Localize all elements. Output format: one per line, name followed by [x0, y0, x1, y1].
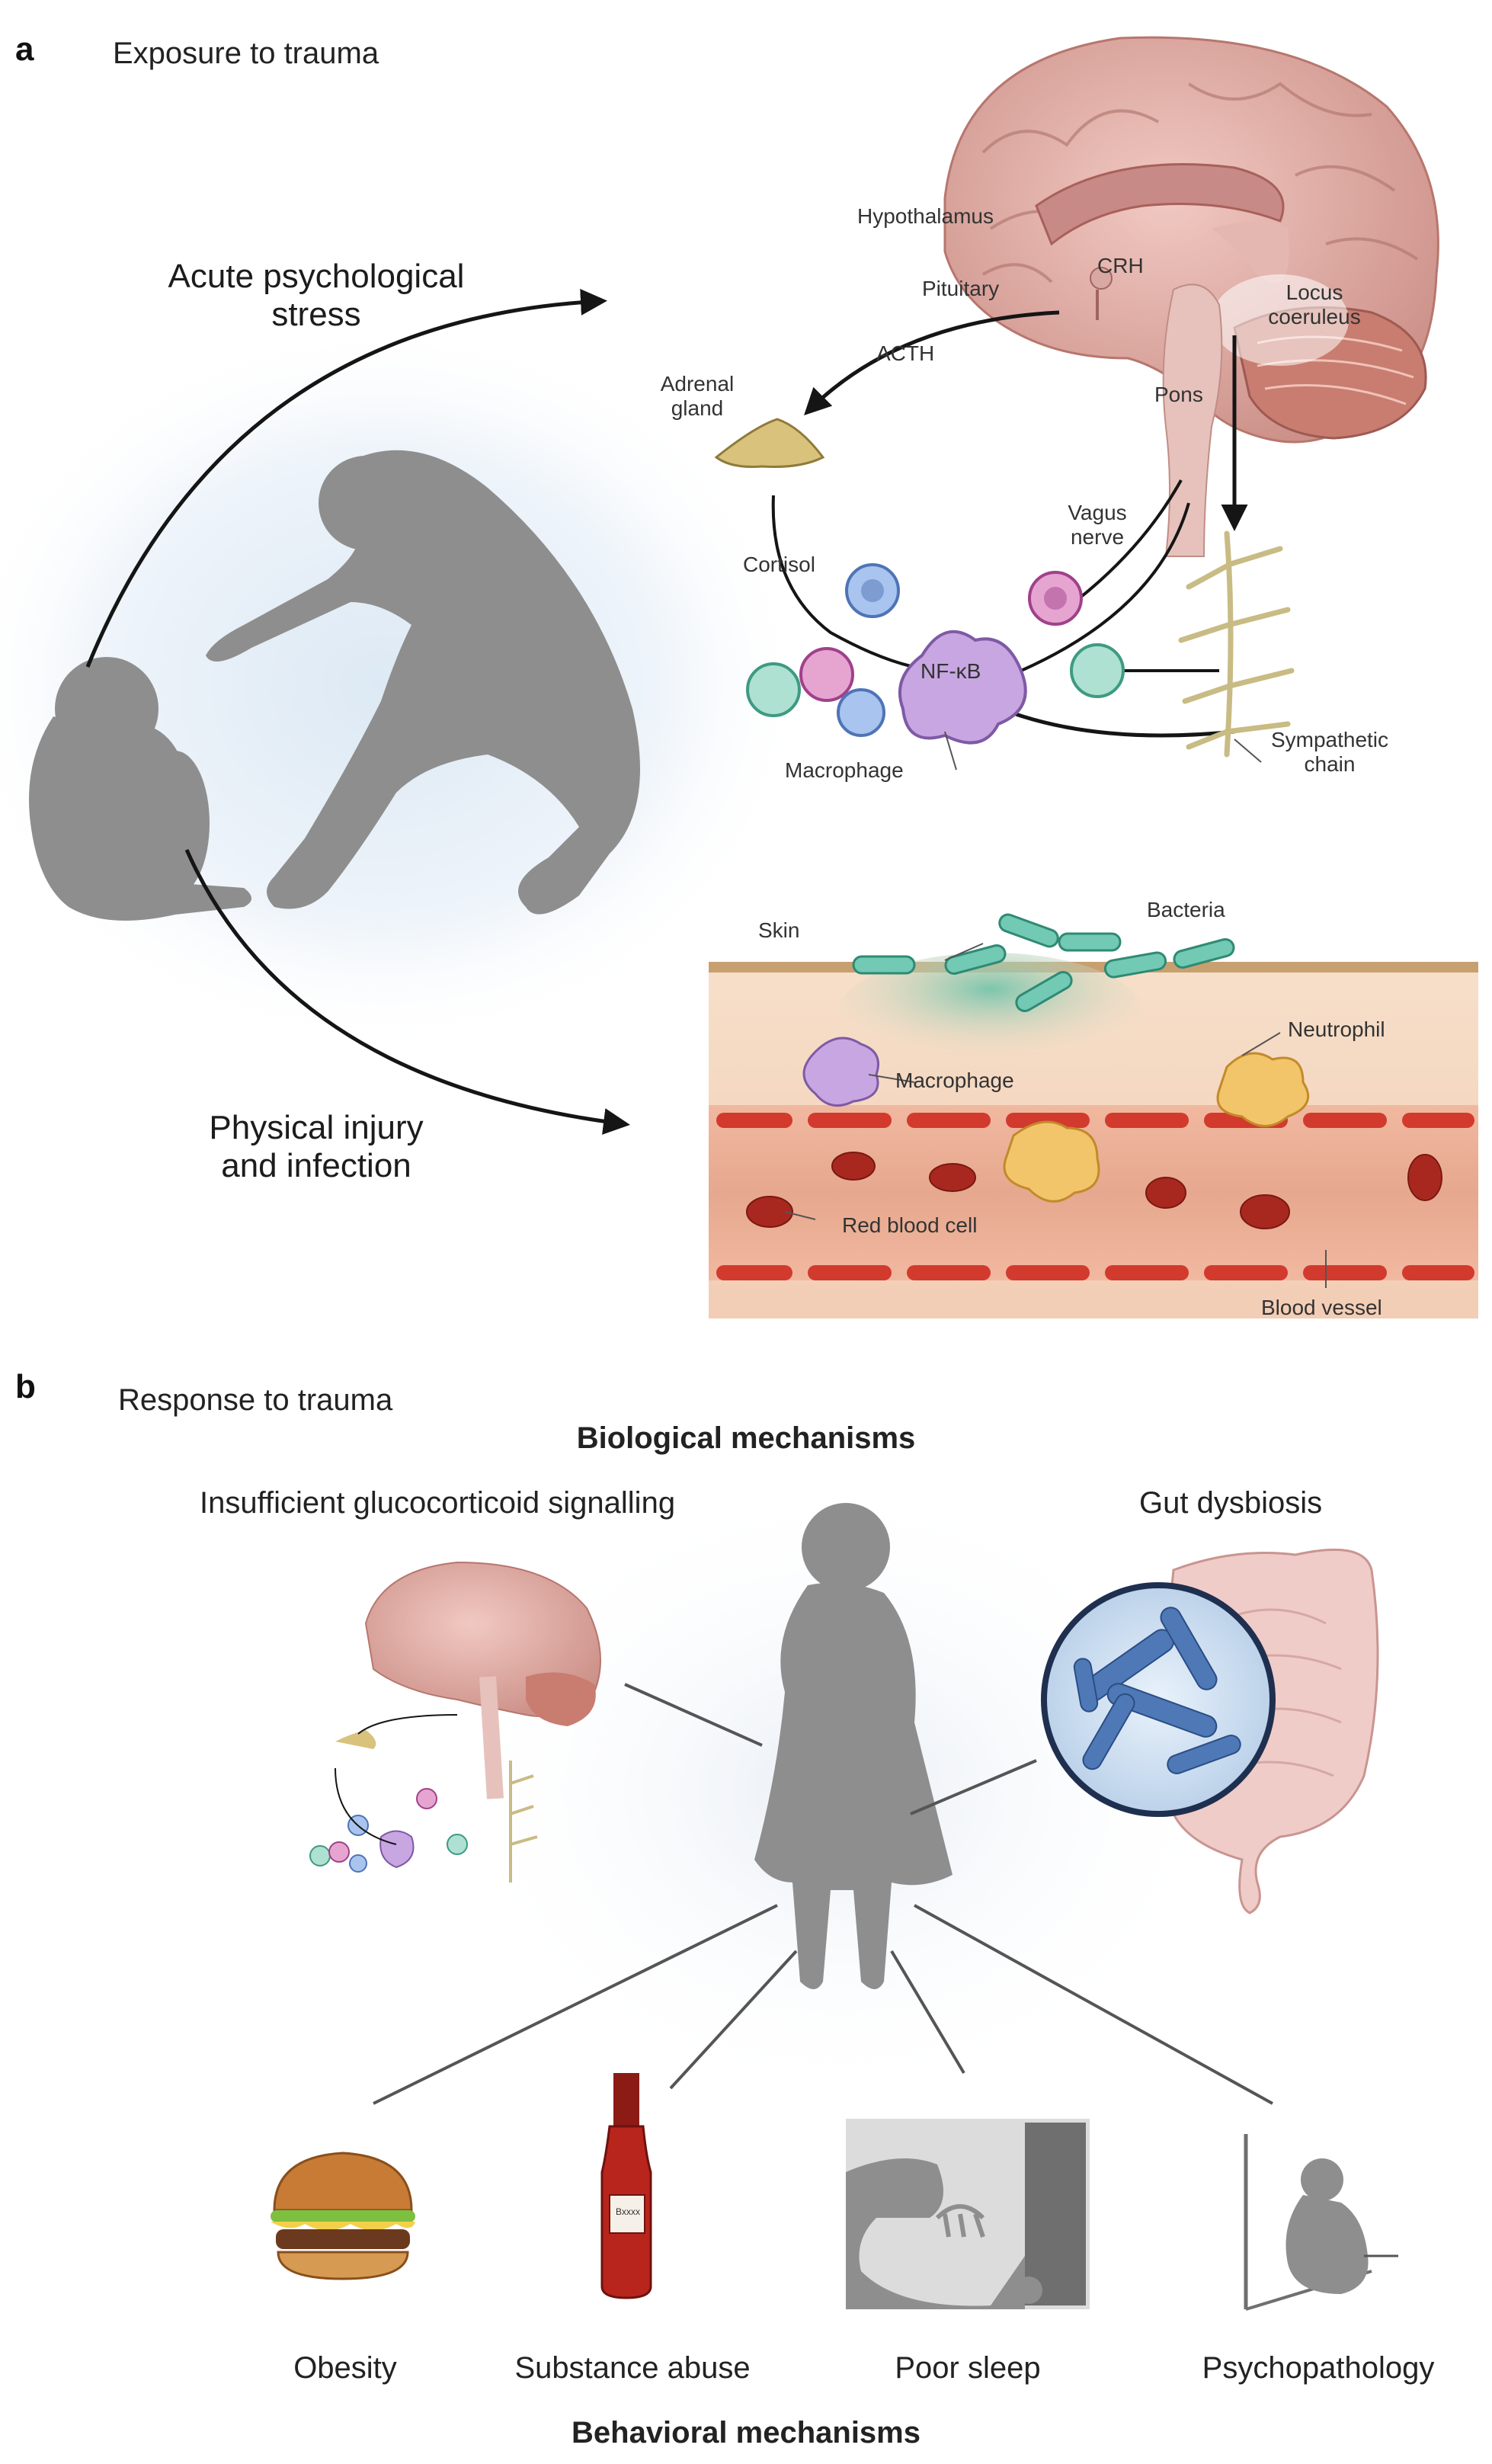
- label-hypothalamus: Hypothalamus: [857, 204, 994, 228]
- child-standing: [754, 1503, 953, 1989]
- behavior-poor-sleep: Poor sleep: [895, 2351, 1041, 2385]
- arrow-acth: [804, 310, 1060, 415]
- macrophage-cell: [898, 630, 1027, 745]
- label-pituitary: Pituitary: [922, 277, 1000, 300]
- label-blood-vessel: Blood vessel: [1261, 1296, 1382, 1319]
- adult-silhouette: [206, 450, 640, 915]
- panel-a-letter: a: [15, 30, 34, 68]
- label-locus-line-2: coeruleus: [1268, 305, 1361, 328]
- tissue-illustration: [709, 913, 1478, 1319]
- acute-stress-line-1: Acute psychological: [168, 258, 465, 295]
- immune-cells: [746, 563, 1125, 745]
- label-tissue-macrophage: Macrophage: [895, 1069, 1014, 1092]
- label-pons: Pons: [1154, 383, 1203, 406]
- label-cortisol: Cortisol: [743, 553, 815, 576]
- behavioral-mechanisms-heading: Behavioral mechanisms: [572, 2416, 920, 2450]
- label-locus-coeruleus: Locus coeruleus: [1265, 280, 1364, 329]
- leader-lines-a: [784, 731, 1327, 1288]
- vagus-path: [1073, 479, 1183, 604]
- poor-sleep-icon: [846, 2119, 1090, 2309]
- label-adrenal-gland: Adrenal gland: [655, 372, 739, 421]
- behavior-psychopathology: Psychopathology: [1202, 2351, 1435, 2385]
- brain-thumbnail: [309, 1561, 601, 1882]
- bottle-label: Bxxxx: [615, 2206, 640, 2217]
- burger-icon: [271, 2152, 415, 2280]
- panel-a-title: Exposure to trauma: [113, 37, 379, 70]
- label-bacteria: Bacteria: [1147, 898, 1225, 921]
- label-adrenal-line-2: gland: [671, 396, 724, 420]
- gut-dysbiosis-label: Gut dysbiosis: [1139, 1486, 1323, 1520]
- label-skin: Skin: [758, 918, 800, 942]
- label-sympathetic-line-1: Sympathetic: [1270, 728, 1389, 751]
- tissue-macrophage: [802, 1037, 879, 1107]
- label-vagus-nerve: Vagus nerve: [1055, 501, 1139, 550]
- adrenal-gland: [714, 418, 825, 468]
- label-crh: CRH: [1097, 254, 1144, 277]
- label-sympathetic-line-2: chain: [1304, 752, 1356, 776]
- arrow-physical-injury: [184, 848, 630, 1135]
- label-adrenal-line-1: Adrenal: [660, 372, 735, 396]
- label-macrophage: Macrophage: [785, 758, 904, 782]
- bottle-icon: [600, 2073, 652, 2299]
- brain-illustration: [943, 36, 1439, 557]
- psychopathology-icon: [1244, 2134, 1398, 2311]
- glucocorticoid-label: Insufficient glucocorticoid signalling: [200, 1486, 676, 1520]
- label-locus-line-1: Locus: [1285, 280, 1343, 304]
- label-sympathetic-chain: Sympathetic chain: [1265, 728, 1394, 777]
- label-neutrophil: Neutrophil: [1288, 1017, 1385, 1041]
- arrow-acute-stress: [85, 288, 607, 668]
- label-red-blood-cell: Red blood cell: [842, 1213, 978, 1237]
- acute-stress-label: Acute psychological stress: [156, 258, 476, 334]
- label-nfkb: NF-κB: [920, 659, 981, 683]
- vagus-to-cell: [1020, 502, 1190, 672]
- acute-stress-line-2: stress: [271, 296, 361, 333]
- physical-injury-line-2: and infection: [221, 1147, 411, 1184]
- panel-b-title: Response to trauma: [118, 1383, 393, 1417]
- behavior-obesity: Obesity: [293, 2351, 397, 2385]
- physical-injury-line-1: Physical injury: [209, 1109, 424, 1146]
- label-acth: ACTH: [876, 341, 935, 365]
- sympathetic-chain: [1178, 530, 1295, 758]
- gut-illustration: [1041, 1548, 1379, 1914]
- child-silhouette: [29, 657, 251, 921]
- physical-injury-label: Physical injury and infection: [164, 1109, 469, 1185]
- label-vagus-line-1: Vagus: [1068, 501, 1127, 524]
- connector-lines: [373, 1683, 1273, 2105]
- panel-b-letter: b: [15, 1368, 36, 1405]
- neutrophil-1: [1216, 1052, 1310, 1127]
- biological-mechanisms-heading: Biological mechanisms: [576, 1421, 916, 1455]
- neutrophil-2: [1003, 1120, 1100, 1203]
- label-vagus-line-2: nerve: [1070, 525, 1125, 549]
- behavior-substance-abuse: Substance abuse: [514, 2351, 751, 2385]
